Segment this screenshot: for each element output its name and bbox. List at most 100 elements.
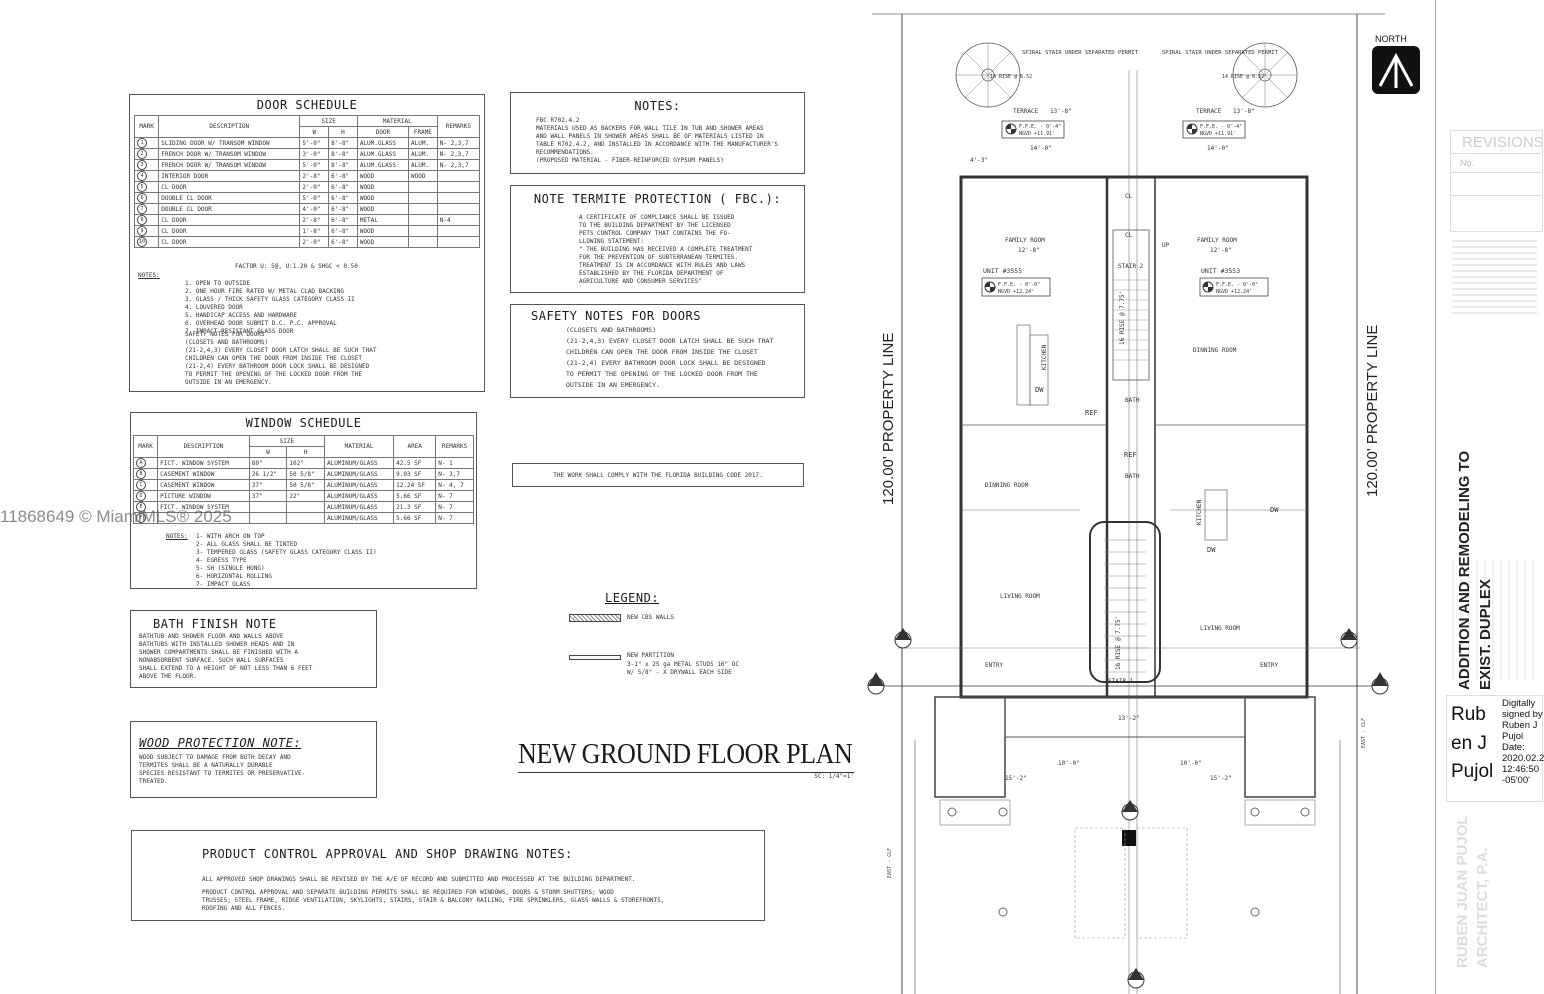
- mark-cell: 8: [133, 214, 160, 226]
- north-label: NORTH: [1375, 34, 1407, 44]
- note-line: FBC R702.4.2: [536, 117, 580, 124]
- mls-watermark: 11868649 © MiamiMLS® 2025: [0, 507, 232, 526]
- ngvd-unit-right: NGVD +12.24': [1216, 289, 1252, 295]
- unit-right-label: UNIT #3553: [1201, 267, 1240, 275]
- signature-name-1: Rub: [1451, 704, 1486, 725]
- table-cell: [436, 181, 481, 193]
- col-header: W: [248, 446, 288, 458]
- stair-rise-bottom: 16 RISE @ 7.75': [1115, 616, 1122, 670]
- table-cell: [248, 512, 288, 524]
- mark-cell: 3: [133, 159, 160, 171]
- signed-line: Ruben J: [1502, 720, 1538, 731]
- revisions-line: [1450, 172, 1541, 173]
- table-cell: WOOD: [356, 192, 410, 204]
- note-line: (PROPOSED MATERIAL - FIBER-REINFORCED GY…: [536, 157, 724, 164]
- kitchen-counter-right: [1204, 489, 1228, 541]
- living-room-left: LIVING ROOM: [1000, 593, 1040, 600]
- stair-1: [1089, 521, 1161, 683]
- table-cell: 8'-8": [328, 137, 358, 149]
- legend-cbs-swatch: [569, 614, 621, 622]
- table-header-row: MARK DESCRIPTION SIZE MATERIAL AREA REMA…: [132, 435, 474, 458]
- entry-left: ENTRY: [985, 662, 1003, 669]
- note-line: 1- WITH ARCH ON TOP: [196, 533, 265, 540]
- note-line: TREATMENT IS IN ACCORDANCE WITH RULES AN…: [579, 262, 746, 269]
- spiral-label-right: SPIRAL STAIR UNDER SEPARATED PERMIT: [1162, 50, 1279, 56]
- table-cell: 1'-8": [299, 225, 330, 237]
- product-control-panel: PRODUCT CONTROL APPROVAL AND SHOP DRAWIN…: [131, 830, 765, 921]
- col-header: DESCRIPTION: [157, 435, 250, 458]
- table-cell: 6'-8": [328, 203, 358, 215]
- mark-circle: 8: [137, 215, 147, 225]
- section-marker: [1340, 628, 1358, 649]
- note-line: FOR THE PREVENTION OF SUBTERRANEAN TERMI…: [579, 254, 738, 261]
- revisions-no: No.: [1460, 158, 1475, 168]
- window-schedule-panel: WINDOW SCHEDULE MARK DESCRIPTION SIZE MA…: [130, 412, 477, 589]
- plan-title-text: NEW GROUND FLOOR PLAN: [518, 738, 853, 770]
- note-line: 4- EGRESS TYPE: [196, 557, 247, 564]
- note-line: 6. OVERHEAD DOOR SUBMIT D.C. P.C. APPROV…: [185, 320, 337, 327]
- table-cell: 6'-8": [328, 170, 358, 182]
- signed-line: -05'00': [1502, 775, 1530, 786]
- table-cell: 102": [286, 457, 326, 469]
- plan-title-underline: [518, 772, 854, 773]
- note-line: PETS CONTROL COMPANY THAT CONTAINS THE F…: [579, 230, 731, 237]
- stair-2-treads: [1113, 279, 1149, 361]
- terrace-label-right: TERRACE: [1196, 108, 1222, 115]
- col-header: FRAME: [408, 126, 438, 138]
- code-note: THE WORK SHALL COMPLY WITH THE FLORIDA B…: [553, 472, 763, 479]
- driveway-left: [1074, 827, 1126, 939]
- note-line: BATHTUBS WITH INSTALLED SHOWER HEADS AND…: [139, 641, 295, 648]
- table-cell: 2'-0": [299, 181, 330, 193]
- note-line: (21-2,4,3) EVERY CLOSET DOOR LATCH SHALL…: [185, 347, 377, 354]
- dim-label: 14'-0": [1030, 145, 1052, 152]
- mark-circle: 1: [137, 138, 147, 148]
- table-cell: 3'-0": [299, 148, 330, 160]
- code-note-panel: THE WORK SHALL COMPLY WITH THE FLORIDA B…: [512, 463, 804, 487]
- table-cell: FRENCH DOOR W/ TRANSOM WINDOW: [158, 148, 301, 160]
- mark-circle: 2: [137, 149, 147, 159]
- table-cell: 50 5/8": [286, 479, 326, 491]
- table-cell: 37": [248, 490, 288, 502]
- kitchen-label-left: KITCHEN: [1041, 344, 1048, 370]
- table-cell: FRENCH DOOR W/ TRANSOM WINDOW: [158, 159, 301, 171]
- note-line: SHALL EXTEND TO A HEIGHT OF NOT LESS THA…: [139, 665, 313, 672]
- driveway-right: [1136, 827, 1188, 939]
- legend-partition-label: NEW PARTITION: [627, 652, 674, 659]
- kitchen-label-right: KITCHEN: [1196, 499, 1203, 525]
- mark-circle: E: [136, 502, 146, 512]
- table-cell: N-4: [436, 214, 481, 226]
- firm-name-line1: RUBEN JUAN PUJOL: [1454, 815, 1471, 968]
- mark-circle: 3: [137, 160, 147, 170]
- door-schedule-table: MARK DESCRIPTION SIZE MATERIAL REMARKS W…: [133, 115, 481, 248]
- product-line: PRODUCT CONTROL APPROVAL AND SEPARATE BU…: [202, 889, 614, 896]
- revisions-grid: [1450, 130, 1543, 232]
- note-line: CHILDREN CAN OPEN THE DOOR FROM INSIDE T…: [566, 348, 758, 356]
- door-schedule-panel: DOOR SCHEDULE MARK DESCRIPTION SIZE MATE…: [129, 94, 485, 392]
- legend-partition-detail: 3-1" x 25 ga METAL STUDS 16" OC: [627, 661, 739, 668]
- col-header: SIZE: [299, 115, 358, 127]
- section-marker: [894, 628, 912, 649]
- note-line: (21-2,4,3) EVERY CLOSET DOOR LATCH SHALL…: [566, 337, 774, 345]
- cl-label: CL: [1125, 193, 1133, 200]
- legend-partition-swatch: [569, 655, 621, 660]
- column-marker: [1122, 830, 1136, 846]
- door-schedule-title: DOOR SCHEDULE: [256, 98, 358, 112]
- table-header-row: MARK DESCRIPTION SIZE MATERIAL REMARKS: [133, 115, 481, 138]
- table-cell: ALUM.GLASS: [356, 148, 410, 160]
- table-cell: [408, 203, 438, 215]
- bath-note-panel: BATH FINISH NOTE BATHTUB AND SHOWER FLOO…: [130, 610, 377, 688]
- col-header: REMARKS: [435, 435, 474, 458]
- table-cell: 5.66 SF: [393, 490, 437, 502]
- mark-cell: 5: [133, 181, 160, 193]
- note-line: WOOD SUBJECT TO DAMAGE FROM BOTH DECAY A…: [139, 754, 291, 761]
- mark-cell: 6: [133, 192, 160, 204]
- bath-label: BATH: [1125, 473, 1140, 480]
- col-header: H: [286, 446, 326, 458]
